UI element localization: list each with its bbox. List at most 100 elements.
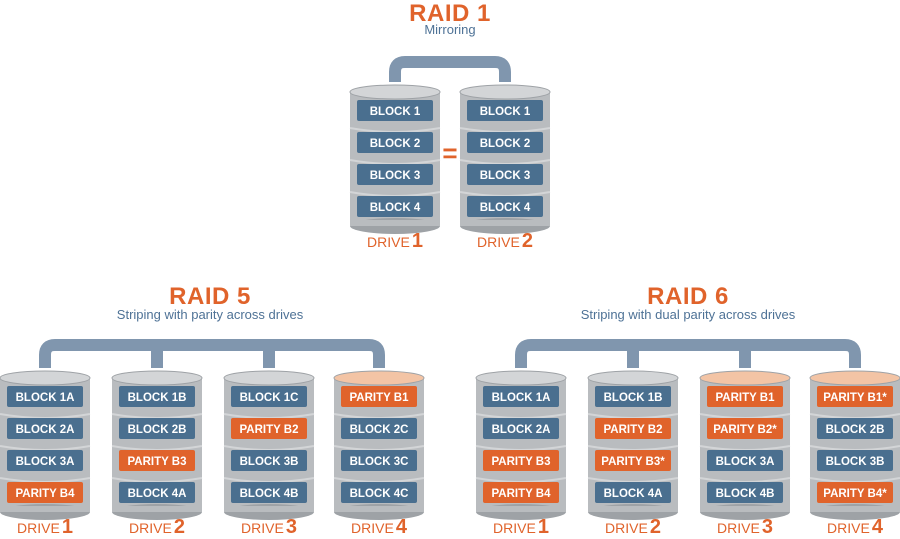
drive-number: 3 (285, 516, 297, 538)
data-block (119, 418, 195, 439)
block-label: BLOCK 3B (826, 456, 885, 468)
raid1-subtitle: Mirroring (424, 22, 476, 37)
data-block (119, 482, 195, 503)
data-block (357, 164, 433, 185)
data-block (467, 196, 543, 217)
block-label: BLOCK 1B (604, 392, 663, 404)
drive-label-text: DRIVE (827, 520, 870, 536)
data-block (707, 450, 783, 471)
data-block (483, 386, 559, 407)
equals-sign: = (442, 138, 457, 168)
block-label: PARITY B1 (715, 392, 775, 404)
data-block (357, 196, 433, 217)
data-block (707, 482, 783, 503)
block-label: BLOCK 1A (16, 392, 75, 404)
data-block (231, 482, 307, 503)
block-label: BLOCK 4A (128, 488, 187, 500)
raid5-subtitle: Striping with parity across drives (116, 307, 304, 322)
block-label: BLOCK 2A (492, 424, 551, 436)
parity-block (231, 418, 307, 439)
drive-number: 4 (871, 516, 883, 538)
block-label: BLOCK 1A (492, 392, 551, 404)
block-label: BLOCK 2 (370, 138, 420, 150)
parity-block (817, 482, 893, 503)
data-block (467, 100, 543, 121)
block-label: BLOCK 3A (16, 456, 75, 468)
block-label: PARITY B2* (713, 424, 777, 436)
block-label: BLOCK 1 (480, 106, 531, 118)
drive-number: 2 (649, 516, 661, 538)
block-label: BLOCK 1B (128, 392, 187, 404)
data-block (7, 418, 83, 439)
parity-block (483, 450, 559, 471)
data-block (231, 386, 307, 407)
drive-label-text: DRIVE (477, 234, 520, 250)
block-label: BLOCK 2B (826, 424, 885, 436)
block-label: BLOCK 3 (370, 170, 420, 182)
block-label: BLOCK 1C (240, 392, 299, 404)
data-block (595, 482, 671, 503)
data-block (231, 450, 307, 471)
block-label: BLOCK 1 (370, 106, 421, 118)
block-label: BLOCK 2 (480, 138, 530, 150)
data-block (817, 450, 893, 471)
parity-block (595, 418, 671, 439)
parity-block (595, 450, 671, 471)
block-label: PARITY B3* (601, 456, 665, 468)
parity-block (483, 482, 559, 503)
raid5-connector (39, 339, 385, 368)
drive-label-text: DRIVE (367, 234, 410, 250)
raid1-drive-2: BLOCK 1 BLOCK 2 BLOCK 3 BLOCK 4 (459, 84, 551, 234)
raid1-connector (389, 56, 511, 82)
parity-block (119, 450, 195, 471)
drive-number: 4 (395, 516, 407, 538)
data-block (483, 418, 559, 439)
raid6-connector (515, 339, 861, 368)
raid5-title: RAID 5 (169, 283, 251, 310)
drive-label-text: DRIVE (493, 520, 536, 536)
raid1-title: RAID 1 (409, 0, 491, 27)
data-block (341, 482, 417, 503)
data-block (119, 386, 195, 407)
data-block (817, 418, 893, 439)
drive-label-text: DRIVE (129, 520, 172, 536)
parity-block (341, 386, 417, 407)
block-label: BLOCK 4 (480, 202, 531, 214)
data-block (595, 386, 671, 407)
block-label: BLOCK 4B (240, 488, 299, 500)
data-block (341, 450, 417, 471)
block-label: PARITY B4* (823, 488, 887, 500)
block-label: BLOCK 2A (16, 424, 75, 436)
drive-label-text: DRIVE (605, 520, 648, 536)
parity-block (7, 482, 83, 503)
parity-block (707, 418, 783, 439)
block-label: BLOCK 3 (480, 170, 530, 182)
drive-label-text: DRIVE (241, 520, 284, 536)
drive-number: 2 (521, 230, 533, 252)
block-label: BLOCK 2B (128, 424, 187, 436)
data-block (467, 132, 543, 153)
drive-number: 1 (537, 516, 549, 538)
block-label: BLOCK 3C (350, 456, 409, 468)
data-block (7, 386, 83, 407)
drive-label-text: DRIVE (351, 520, 394, 536)
block-label: PARITY B1* (823, 392, 887, 404)
data-block (7, 450, 83, 471)
parity-block (707, 386, 783, 407)
